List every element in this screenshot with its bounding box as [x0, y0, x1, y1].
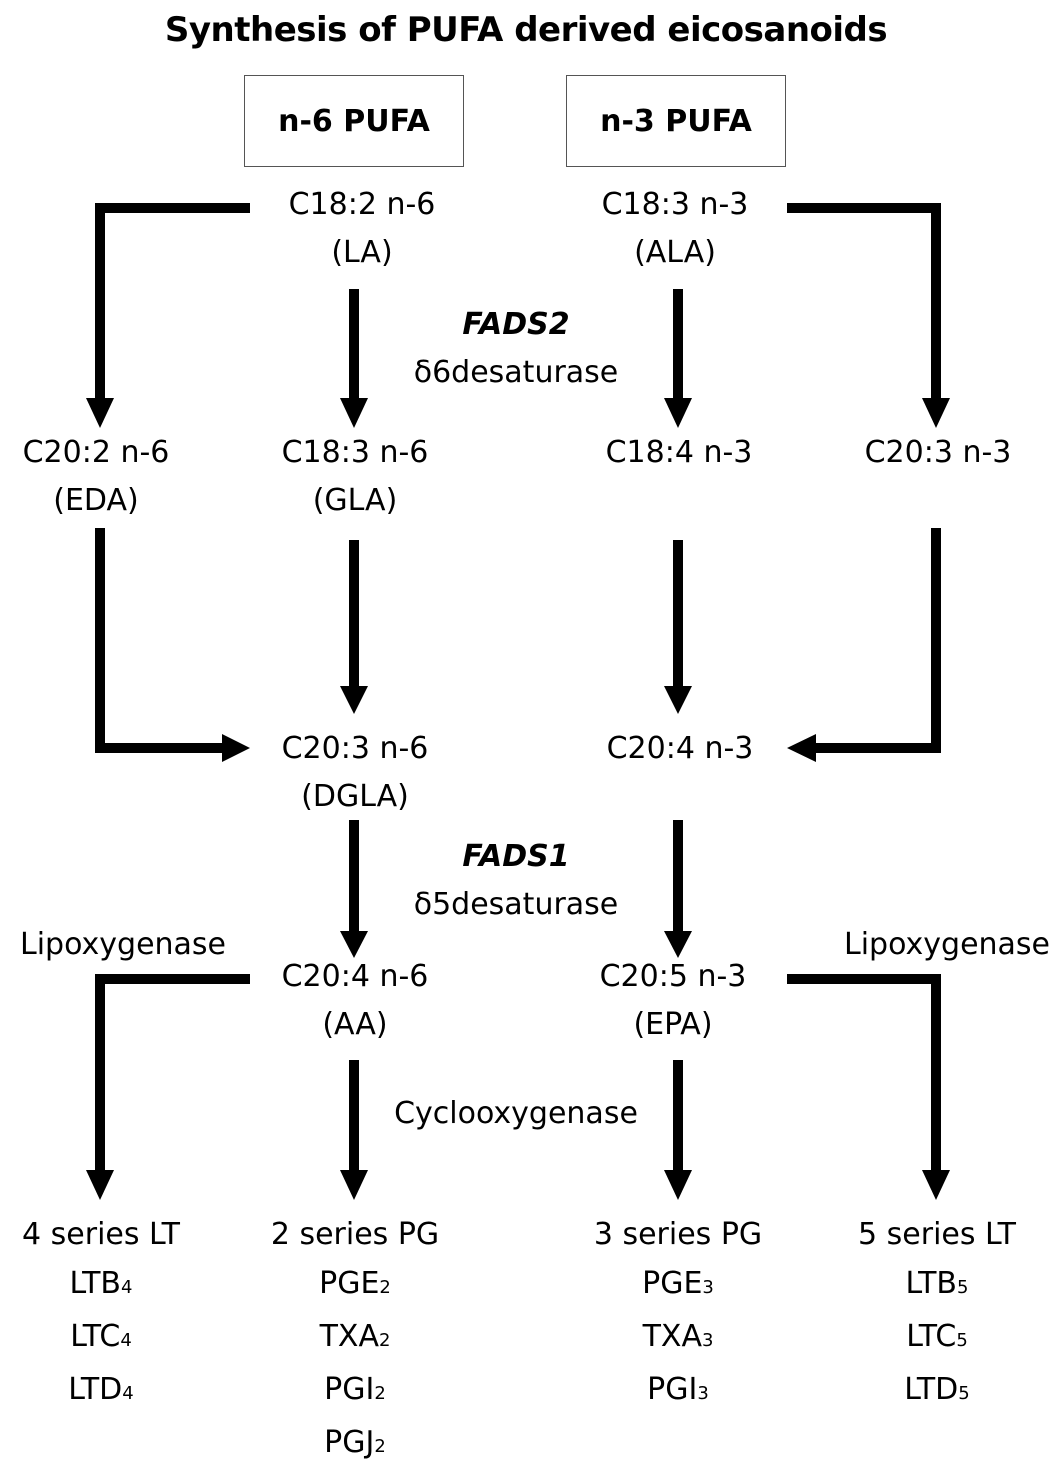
node-epa: C20:5 n-3 (EPA): [600, 960, 747, 1042]
node-eda-formula: C20:2 n-6: [22, 435, 170, 470]
products-lt5: 5 series LT LTB5 LTC5 LTD5: [858, 1210, 1016, 1418]
products-lt4: 4 series LT LTB4 LTC4 LTD4: [22, 1210, 180, 1418]
arrow-epa-to-lt5: [787, 974, 950, 1200]
node-eda-abbr: (EDA): [53, 483, 139, 518]
node-c203n3-formula: C20:3 n-3: [864, 435, 1012, 470]
node-gla-abbr: (GLA): [312, 483, 398, 518]
product-item: PGJ2: [324, 1425, 386, 1460]
arrow-c184-to-c204n3: [664, 540, 692, 714]
n6-pufa-label: n-6 PUFA: [278, 103, 430, 139]
products-pg3: 3 series PG PGE3 TXA3 PGI3: [594, 1210, 762, 1418]
node-ala-abbr: (ALA): [634, 235, 716, 270]
product-item: LTC4: [70, 1319, 132, 1354]
arrow-dgla-to-aa: [340, 820, 368, 958]
n6-pufa-box: n-6 PUFA: [244, 75, 464, 167]
n3-pufa-box: n-3 PUFA: [566, 75, 786, 167]
node-gla: C18:3 n-6 (GLA): [282, 436, 429, 518]
product-item: PGE3: [642, 1266, 714, 1301]
arrow-c203n3-to-c204n3: [787, 528, 941, 762]
product-item: LTB4: [69, 1266, 133, 1301]
arrow-gla-to-dgla: [340, 540, 368, 714]
node-dgla: C20:3 n-6 (DGLA): [282, 732, 429, 814]
node-gla-formula: C18:3 n-6: [281, 435, 429, 470]
product-item: PGI3: [647, 1372, 709, 1407]
fads2-gene: FADS2: [462, 307, 570, 342]
product-item: TXA3: [642, 1319, 714, 1354]
enzyme-fads1: FADS1 δ5desaturase: [414, 840, 619, 922]
arrow-aa-to-pg2: [340, 1060, 368, 1200]
node-aa-abbr: (AA): [322, 1007, 388, 1042]
enzyme-lipoxygenase-right: Lipoxygenase: [843, 927, 1051, 962]
n3-pufa-label: n-3 PUFA: [600, 103, 752, 139]
product-item: PGI2: [324, 1372, 386, 1407]
node-aa-formula: C20:4 n-6: [281, 959, 429, 994]
fads1-name: δ5desaturase: [413, 887, 619, 922]
node-c184-formula: C18:4 n-3: [605, 435, 753, 470]
arrow-la-to-gla: [340, 289, 368, 428]
enzyme-lipoxygenase-left: Lipoxygenase: [19, 927, 227, 962]
product-item: LTD5: [904, 1372, 970, 1407]
node-dgla-formula: C20:3 n-6: [281, 731, 429, 766]
node-c184: C18:4 n-3: [606, 436, 753, 470]
diagram-title: Synthesis of PUFA derived eicosanoids: [164, 10, 888, 50]
product-item: PGE2: [319, 1266, 391, 1301]
product-item: LTB5: [905, 1266, 969, 1301]
node-la-formula: C18:2 n-6: [288, 187, 436, 222]
enzyme-cyclooxygenase: Cyclooxygenase: [394, 1096, 638, 1131]
node-epa-abbr: (EPA): [633, 1007, 713, 1042]
products-pg3-heading: 3 series PG: [593, 1217, 763, 1252]
node-c203n3: C20:3 n-3: [865, 436, 1012, 470]
arrow-ala-to-c184: [664, 289, 692, 428]
node-epa-formula: C20:5 n-3: [599, 959, 747, 994]
fads1-gene: FADS1: [462, 839, 570, 874]
arrow-eda-to-dgla: [95, 528, 250, 762]
node-c204n3: C20:4 n-3: [607, 732, 754, 766]
node-aa: C20:4 n-6 (AA): [282, 960, 429, 1042]
arrow-epa-to-pg3: [664, 1060, 692, 1200]
products-lt4-heading: 4 series LT: [22, 1217, 180, 1252]
arrow-c204n3-to-epa: [664, 820, 692, 958]
node-c204n3-formula: C20:4 n-3: [606, 731, 754, 766]
node-la: C18:2 n-6 (LA): [289, 188, 436, 270]
products-lt5-heading: 5 series LT: [858, 1217, 1016, 1252]
product-item: LTC5: [906, 1319, 968, 1354]
arrow-aa-to-lt4: [86, 974, 250, 1200]
product-item: LTD4: [68, 1372, 134, 1407]
node-ala: C18:3 n-3 (ALA): [602, 188, 749, 270]
arrow-la-to-eda: [86, 203, 250, 428]
enzyme-fads2: FADS2 δ6desaturase: [414, 308, 619, 390]
node-eda: C20:2 n-6 (EDA): [23, 436, 170, 518]
fads2-name: δ6desaturase: [413, 355, 619, 390]
node-ala-formula: C18:3 n-3: [601, 187, 749, 222]
node-dgla-abbr: (DGLA): [301, 779, 409, 814]
product-item: TXA2: [319, 1319, 391, 1354]
products-pg2-heading: 2 series PG: [270, 1217, 440, 1252]
node-la-abbr: (LA): [331, 235, 393, 270]
arrow-ala-to-c203n3: [787, 203, 950, 428]
products-pg2: 2 series PG PGE2 TXA2 PGI2 PGJ2: [271, 1210, 439, 1471]
